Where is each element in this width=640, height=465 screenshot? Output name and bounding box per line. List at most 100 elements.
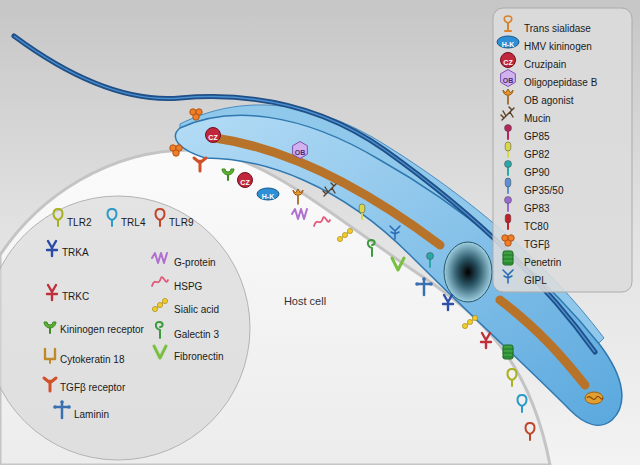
molecule-symbol <box>238 173 253 188</box>
symbol-label: OB <box>503 77 514 84</box>
legend-label: GIPL <box>524 275 547 287</box>
molecule-symbol <box>257 188 279 200</box>
legend-label: TRL4 <box>121 217 145 229</box>
kinetoplast <box>585 392 603 404</box>
legend-label: TRKA <box>62 247 89 259</box>
legend-sample <box>505 214 511 229</box>
inner-structure <box>500 300 585 385</box>
legend-sample <box>154 346 166 358</box>
legend-item: Oligopepidase B <box>524 72 597 90</box>
molecule-symbol <box>526 423 535 440</box>
legend-sample <box>501 107 514 120</box>
molecule-symbol <box>390 226 400 239</box>
molecule-symbol <box>206 128 221 143</box>
legend-label: GP90 <box>524 167 550 179</box>
legend-label: Galectin 3 <box>174 329 219 341</box>
legend-sample <box>54 209 63 226</box>
legend-label: TRKC <box>62 291 89 303</box>
legend-item: Fibronectin <box>174 346 223 364</box>
legend-sample <box>503 270 513 283</box>
legend-label: TLR2 <box>67 217 91 229</box>
legend-item: Cruzipain <box>524 54 566 72</box>
legend-item: G-protein <box>174 252 216 270</box>
label-holder: H-K <box>502 33 514 51</box>
legend-item: GIPL <box>524 270 547 288</box>
legend-item: TRKC <box>62 286 89 304</box>
legend-item: Sialic acid <box>174 299 219 317</box>
legend-item: TLR2 <box>67 212 91 230</box>
legend-label: Penetrin <box>524 257 561 269</box>
legend-sample <box>47 241 57 256</box>
legend-sample <box>156 209 165 226</box>
molecule-symbol <box>392 258 404 270</box>
legend-item: TGFβ receptor <box>60 377 125 395</box>
molecule-symbol <box>481 333 491 348</box>
legend-item: TLR9 <box>169 212 193 230</box>
molecule-symbol <box>503 345 513 359</box>
legend-sample <box>502 235 514 246</box>
legend-item: HMV kininogen <box>524 36 592 54</box>
symbol-label: CZ <box>240 179 249 186</box>
legend-item: OB agonist <box>524 90 573 108</box>
legend-item: Mucin <box>524 108 551 126</box>
molecule-symbol <box>292 209 307 219</box>
kinetoplast-dna <box>587 396 603 399</box>
legend-sample <box>504 16 512 31</box>
legend-item: TC80 <box>524 216 548 234</box>
legend-label: Kininogen receptor <box>60 324 144 336</box>
legend-label: Cytokeratin 18 <box>60 354 124 366</box>
legend-item: GP90 <box>524 162 550 180</box>
legend-label: Fibronectin <box>174 351 223 363</box>
legend-label: TC80 <box>524 221 548 233</box>
molecule-symbol <box>462 315 477 328</box>
molecule-symbol <box>194 158 206 171</box>
label-holder: OB <box>503 69 514 87</box>
legend-item: Penetrin <box>524 252 561 270</box>
symbol-label: H-K <box>502 41 514 48</box>
molecule-symbol <box>170 145 182 156</box>
label-holder: CZ <box>208 126 217 144</box>
molecule-symbol <box>443 295 453 310</box>
legend-item: GP82 <box>524 144 550 162</box>
legend-sample <box>503 251 513 265</box>
legend-sample <box>108 209 117 226</box>
legend-sample <box>44 378 56 391</box>
label-holder: OB <box>295 141 306 159</box>
legend-label: TGFβ <box>524 239 550 251</box>
legend-label: Trans sialidase <box>524 23 591 35</box>
molecule-symbol <box>293 142 308 159</box>
legend-item: Trans sialidase <box>524 18 591 36</box>
legend-label: Mucin <box>524 113 551 125</box>
molecule-symbol <box>359 204 365 219</box>
legend-sample <box>497 36 519 48</box>
legend-label: Cruzipain <box>524 59 566 71</box>
molecule-symbol <box>323 183 336 196</box>
legend-label: GP85 <box>524 131 550 143</box>
nucleus <box>444 242 492 302</box>
legend-sample <box>45 349 55 363</box>
label-holder: CZ <box>240 171 249 189</box>
legend-item: HSPG <box>174 276 202 294</box>
label-holder: H-K <box>262 185 274 203</box>
legend-label: OB agonist <box>524 95 573 107</box>
legend-item: TRKA <box>62 242 89 260</box>
parasite-legend-panel <box>493 8 632 292</box>
legend-item: TGFβ <box>524 234 550 252</box>
symbol-label: H-K <box>262 193 274 200</box>
molecule-symbol <box>293 189 303 204</box>
legend-label: GP35/50 <box>524 185 563 197</box>
legend-sample <box>503 89 513 104</box>
molecule-symbol <box>518 395 527 412</box>
molecule-symbol <box>415 277 433 295</box>
legend-item: GP35/50 <box>524 180 563 198</box>
molecule-symbol <box>368 240 375 256</box>
molecule-symbol <box>508 369 517 386</box>
legend-item: Cytokeratin 18 <box>60 349 124 367</box>
symbol-label: CZ <box>503 59 512 66</box>
symbol-label: CZ <box>208 134 217 141</box>
legend-sample <box>44 322 56 333</box>
legend-label: Sialic acid <box>174 304 219 316</box>
legend-label: TLR9 <box>169 217 193 229</box>
legend-item: GP85 <box>524 126 550 144</box>
molecule-symbol <box>190 109 202 120</box>
